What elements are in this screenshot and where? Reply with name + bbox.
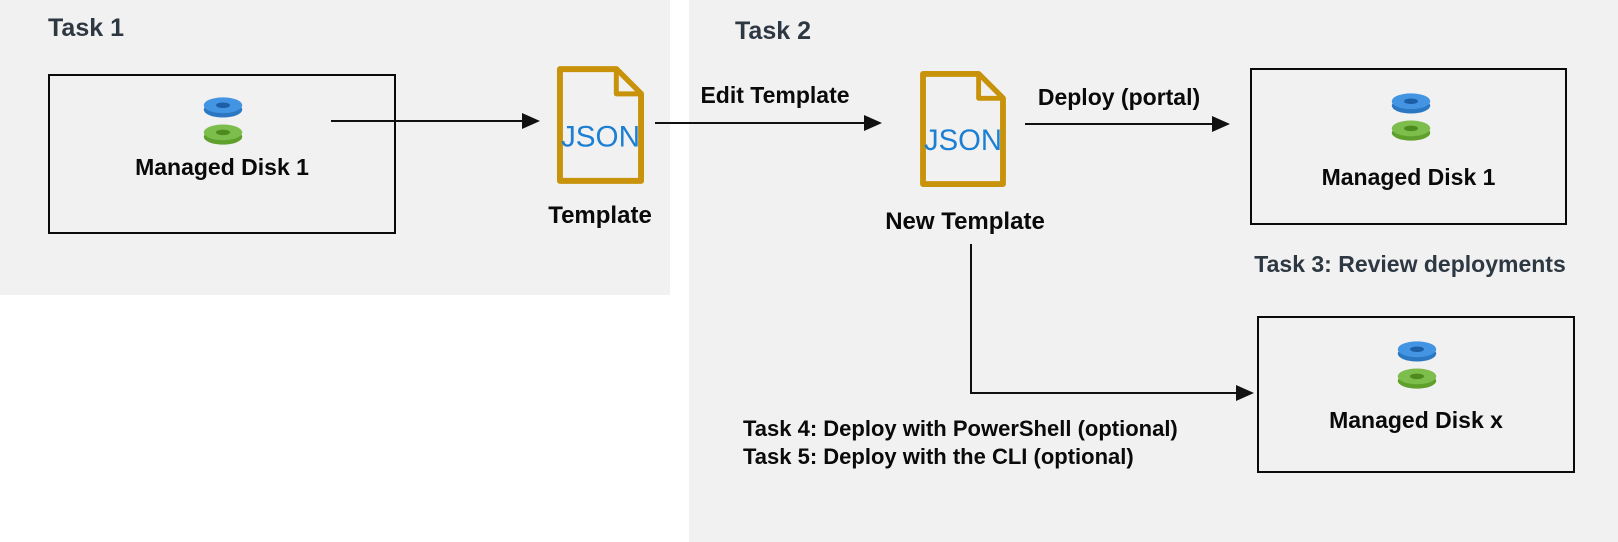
new-template-caption: New Template bbox=[885, 208, 1045, 235]
json-file-text: JSON bbox=[924, 125, 1002, 157]
managed-disk-x-box bbox=[1257, 316, 1575, 473]
task3-caption: Task 3: Review deployments bbox=[1254, 251, 1566, 277]
managed-disk-icon bbox=[203, 97, 243, 145]
json-file-icon: JSON bbox=[920, 70, 1006, 188]
managed-disk-1-deployed-box bbox=[1250, 68, 1567, 225]
managed-disk-icon bbox=[1397, 341, 1437, 389]
deploy-portal-arrow-label: Deploy (portal) bbox=[1037, 84, 1201, 110]
managed-disk-x-label: Managed Disk x bbox=[1329, 407, 1503, 433]
managed-disk-1-source-label: Managed Disk 1 bbox=[135, 154, 309, 180]
task2-heading: Task 2 bbox=[735, 17, 811, 45]
managed-disk-1-source-box bbox=[48, 74, 396, 234]
task5-caption: Task 5: Deploy with the CLI (optional) bbox=[743, 444, 1134, 469]
managed-disk-1-deployed-label: Managed Disk 1 bbox=[1321, 164, 1496, 190]
json-file-icon: JSON bbox=[556, 66, 645, 184]
task4-caption: Task 4: Deploy with PowerShell (optional… bbox=[743, 416, 1178, 441]
template-caption: Template bbox=[548, 202, 652, 229]
managed-disk-icon bbox=[1391, 93, 1431, 141]
task1-heading: Task 1 bbox=[48, 14, 124, 42]
json-file-text: JSON bbox=[561, 120, 640, 153]
edit-template-arrow-label: Edit Template bbox=[700, 82, 850, 108]
